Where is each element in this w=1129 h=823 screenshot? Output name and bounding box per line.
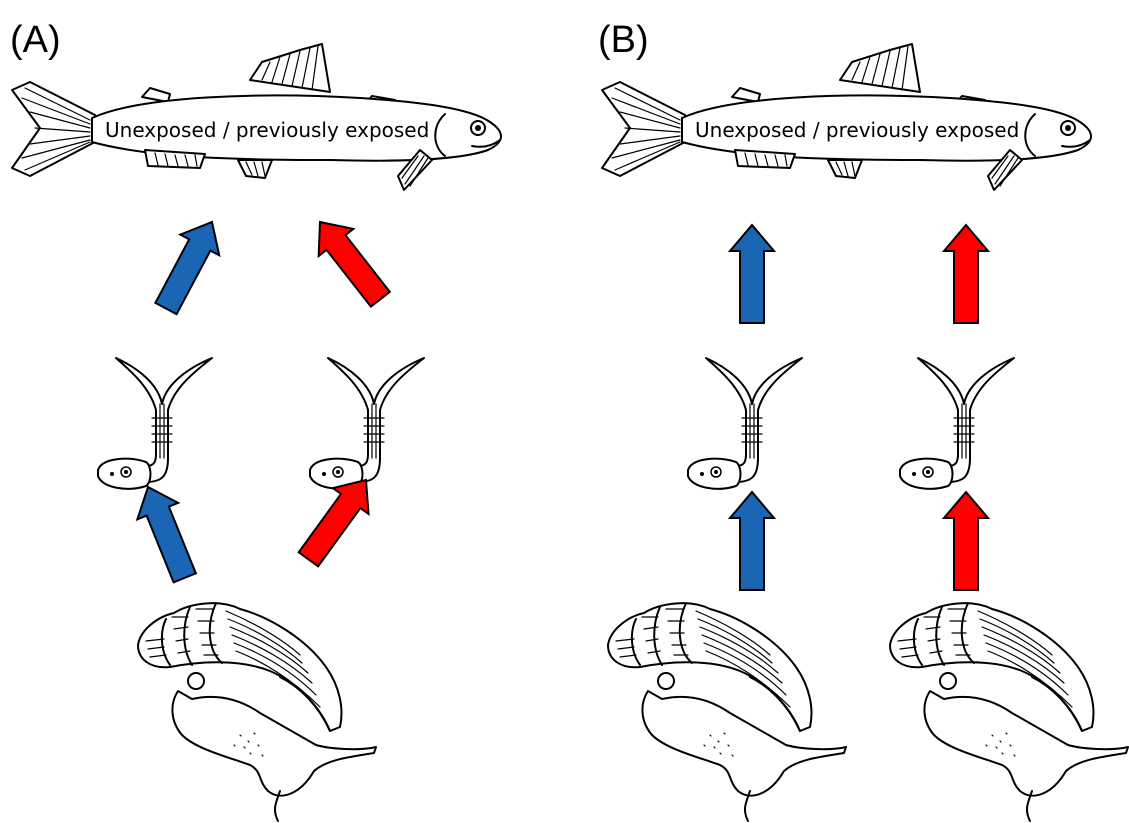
fish-label-a: Unexposed / previously exposed	[105, 118, 429, 142]
fish-icon	[12, 44, 501, 190]
panel-a: (A) Unexposed / previously exposed	[10, 19, 501, 821]
panel-label-a: (A)	[10, 19, 61, 61]
panel-b: (B) Unexposed / previously exposed	[598, 19, 1128, 821]
arrow-blue-lower-a	[128, 479, 206, 586]
arrow-red-upper-b	[944, 225, 988, 323]
arrow-blue-upper-b	[730, 225, 774, 323]
snail-icon	[138, 603, 376, 821]
cercaria-icon	[900, 358, 1014, 489]
fish-label-b: Unexposed / previously exposed	[695, 118, 1019, 142]
snail-icon	[890, 603, 1128, 821]
panel-label-b: (B)	[598, 19, 649, 61]
cercaria-icon	[98, 358, 212, 489]
fish-icon	[602, 44, 1091, 190]
arrow-red-upper-a	[303, 208, 398, 312]
arrow-blue-upper-a	[147, 212, 232, 319]
arrow-red-lower-b	[944, 492, 988, 590]
cercaria-icon	[310, 358, 424, 489]
cercaria-icon	[688, 358, 802, 489]
snail-icon	[608, 603, 846, 821]
arrow-blue-lower-b	[730, 492, 774, 590]
